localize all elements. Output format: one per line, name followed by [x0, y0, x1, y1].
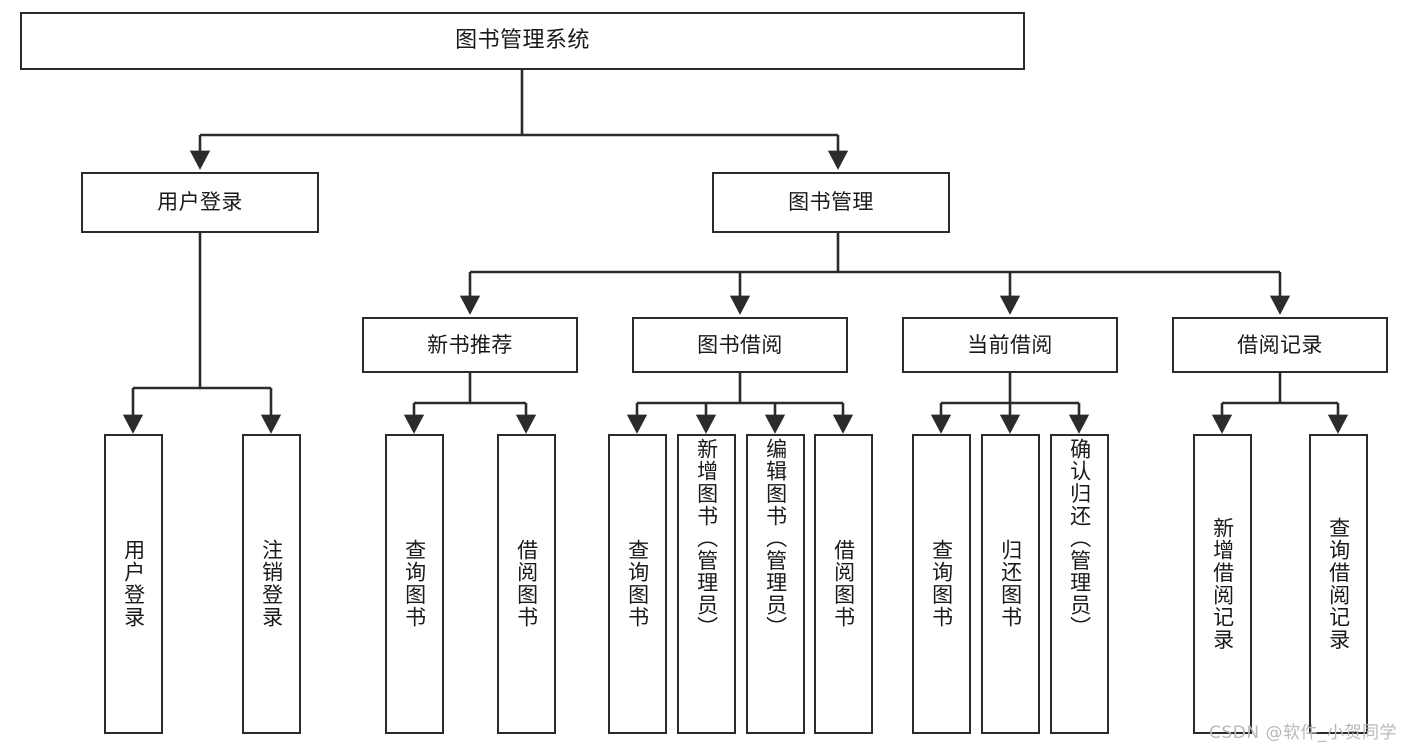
node-leaf-query-record[interactable]: 查询借阅记录 [1309, 434, 1368, 734]
node-book-borrow[interactable]: 图书借阅 [632, 317, 848, 373]
node-label: 借阅记录 [1237, 332, 1323, 357]
node-leaf-return-book[interactable]: 归还图书 [981, 434, 1040, 734]
node-leaf-borrow-book-1[interactable]: 借阅图书 [497, 434, 556, 734]
node-leaf-add-book[interactable]: 新增图书（管理员） [677, 434, 736, 734]
node-label: 编辑图书（管理员） [763, 438, 788, 639]
node-label: 新增借阅记录 [1210, 517, 1235, 651]
node-label: 归还图书 [998, 539, 1023, 629]
node-label: 确认归还（管理员） [1067, 438, 1092, 639]
node-label: 注销登录 [259, 539, 284, 629]
node-label: 图书借阅 [697, 332, 783, 357]
node-leaf-query-book-1[interactable]: 查询图书 [385, 434, 444, 734]
node-label: 借阅图书 [514, 539, 539, 629]
node-root-book-management-system[interactable]: 图书管理系统 [20, 12, 1025, 70]
node-label: 用户登录 [121, 539, 146, 629]
node-user-login[interactable]: 用户登录 [81, 172, 319, 233]
node-leaf-query-book-3[interactable]: 查询图书 [912, 434, 971, 734]
node-book-management[interactable]: 图书管理 [712, 172, 950, 233]
node-leaf-logout-login[interactable]: 注销登录 [242, 434, 301, 734]
node-label: 查询借阅记录 [1326, 517, 1351, 651]
node-borrow-record[interactable]: 借阅记录 [1172, 317, 1388, 373]
node-leaf-confirm-return[interactable]: 确认归还（管理员） [1050, 434, 1109, 734]
node-new-book-recommend[interactable]: 新书推荐 [362, 317, 578, 373]
csdn-watermark: CSDN @软件_小贺同学 [1209, 723, 1397, 743]
node-label: 当前借阅 [967, 332, 1053, 357]
node-label: 查询图书 [625, 539, 650, 629]
node-leaf-borrow-book-2[interactable]: 借阅图书 [814, 434, 873, 734]
node-current-borrow[interactable]: 当前借阅 [902, 317, 1118, 373]
node-label: 新增图书（管理员） [694, 438, 719, 639]
node-leaf-add-record[interactable]: 新增借阅记录 [1193, 434, 1252, 734]
node-label: 查询图书 [929, 539, 954, 629]
node-label: 新书推荐 [427, 332, 513, 357]
node-leaf-edit-book[interactable]: 编辑图书（管理员） [746, 434, 805, 734]
node-label: 借阅图书 [831, 539, 856, 629]
node-label: 用户登录 [157, 190, 243, 215]
node-label: 图书管理 [788, 190, 874, 215]
node-leaf-query-book-2[interactable]: 查询图书 [608, 434, 667, 734]
node-label: 查询图书 [402, 539, 427, 629]
node-label: 图书管理系统 [455, 28, 590, 54]
node-leaf-user-login[interactable]: 用户登录 [104, 434, 163, 734]
